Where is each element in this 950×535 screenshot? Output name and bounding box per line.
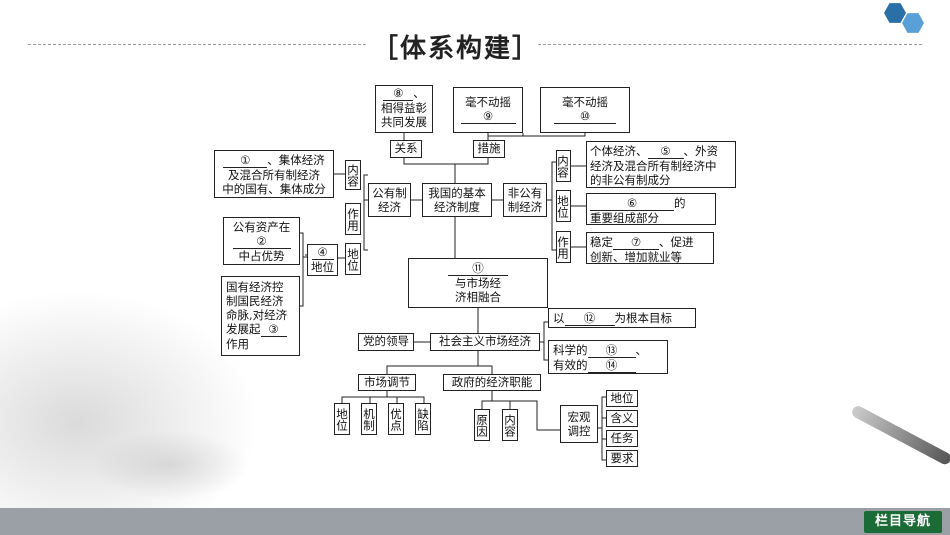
ink-landscape-decoration bbox=[0, 290, 260, 510]
b5-t4: 的非公有制成分 bbox=[590, 173, 671, 187]
blank-11[interactable]: ⑪ bbox=[448, 261, 508, 276]
blank-11-box: ⑪ 与市场经 济相融合 bbox=[408, 258, 548, 308]
pub-zuoyong-box: 作用 bbox=[345, 203, 361, 235]
b1-t2: 及混合所有制经济 bbox=[228, 168, 320, 182]
header-dashed-line-right bbox=[538, 44, 922, 45]
b6-t2: 的 bbox=[674, 196, 686, 210]
b5-t2: 、外资 bbox=[683, 144, 719, 158]
macro-item-diwei: 地位 bbox=[606, 390, 638, 407]
pub-diwei-box: 地位 bbox=[345, 243, 361, 275]
page-title: ［体系构建］ bbox=[372, 34, 541, 64]
measures-box: 措施 bbox=[473, 140, 505, 158]
blank-9[interactable]: ⑨ bbox=[460, 109, 516, 124]
b11-line2: 与市场经 bbox=[455, 276, 501, 290]
mr-item-jizhi: 机制 bbox=[361, 403, 377, 435]
party-leadership-box: 党的领导 bbox=[358, 333, 414, 351]
blank-1[interactable]: ① bbox=[223, 153, 268, 168]
b9-line1: 毫不动摇 bbox=[465, 95, 511, 109]
public-economy-box: 公有制经济 bbox=[368, 183, 411, 217]
macro-item-hanyi: 含义 bbox=[606, 410, 638, 427]
gov-yuanyin-box: 原因 bbox=[474, 409, 490, 441]
socialist-market-economy-box: 社会主义市场经济 bbox=[430, 333, 540, 351]
ink-flower-decoration bbox=[90, 430, 250, 500]
b5-t1: 个体经济、 bbox=[590, 144, 648, 158]
blank-8[interactable]: ⑧ bbox=[383, 86, 414, 101]
macro-item-renwu: 任务 bbox=[606, 430, 638, 447]
b13-t3: 有效的 bbox=[553, 358, 588, 372]
b7-t3: 创新、增加就业等 bbox=[590, 250, 682, 264]
blank-10-box: 毫不动摇 ⑩ bbox=[540, 87, 630, 133]
b7-t2: 、促进 bbox=[659, 235, 694, 249]
blank-4[interactable]: ④ bbox=[311, 245, 334, 260]
b5-t3: 经济及混合所有制经济中 bbox=[590, 159, 717, 173]
mr-item-youdian: 优点 bbox=[388, 403, 404, 435]
b3-line2: 制国民经济 bbox=[226, 294, 284, 308]
blank-7[interactable]: ⑦ bbox=[613, 235, 659, 250]
blank-2-box: 公有资产在 ② 中占优势 bbox=[223, 217, 300, 265]
b8-line2: 相得益彰 bbox=[381, 101, 427, 115]
b13-t1: 科学的 bbox=[553, 343, 588, 357]
blank-1-box: ①、集体经济 及混合所有制经济 中的国有、集体成分 bbox=[214, 150, 334, 198]
b8-line3: 共同发展 bbox=[381, 115, 427, 129]
gov-neirong-box: 内容 bbox=[502, 409, 518, 441]
b1-t1: 、集体经济 bbox=[267, 153, 325, 167]
np-zuoyong-box: 作用 bbox=[556, 231, 571, 263]
b11-line3: 济相融合 bbox=[455, 290, 501, 304]
pub-neirong-box: 内容 bbox=[345, 160, 361, 190]
footer-bar bbox=[0, 508, 950, 535]
hexagon-icon bbox=[884, 3, 906, 23]
macro-control-box: 宏观调控 bbox=[560, 405, 598, 443]
b2-line3: 中占优势 bbox=[238, 249, 285, 263]
b12-t2: 为根本目标 bbox=[614, 311, 673, 325]
np-diwei-box: 地位 bbox=[556, 190, 571, 222]
b7-t1: 稳定 bbox=[590, 235, 613, 249]
market-regulation-box: 市场调节 bbox=[358, 374, 416, 391]
b2-line1: 公有资产在 bbox=[232, 220, 291, 234]
blank-5[interactable]: ⑤ bbox=[647, 144, 684, 159]
header-dashed-line-left bbox=[28, 44, 366, 45]
blank-13[interactable]: ⑬ bbox=[587, 343, 636, 358]
blank-6[interactable]: ⑥ bbox=[590, 196, 674, 211]
mr-item-quexian: 缺陷 bbox=[415, 403, 431, 435]
b8-tail: 、 bbox=[413, 86, 425, 100]
macro-item-yaoqiu: 要求 bbox=[606, 450, 638, 467]
section-navigation-button[interactable]: 栏目导航 bbox=[864, 511, 942, 533]
blank-3[interactable]: ③ bbox=[260, 322, 287, 337]
blank-2[interactable]: ② bbox=[232, 234, 291, 249]
basic-economic-system-box: 我国的基本经济制度 bbox=[422, 183, 492, 217]
blank-10[interactable]: ⑩ bbox=[554, 109, 616, 124]
b4-line2: 地位 bbox=[311, 260, 334, 274]
blank-4-box: ④ 地位 bbox=[307, 244, 338, 276]
b3-line1: 国有经济控 bbox=[226, 280, 284, 294]
b13-t2: 、 bbox=[635, 343, 648, 357]
relation-box: 关系 bbox=[390, 140, 422, 158]
blank-14[interactable]: ⑭ bbox=[587, 358, 636, 373]
b10-line1: 毫不动摇 bbox=[562, 95, 608, 109]
b3-line5: 作用 bbox=[226, 337, 249, 351]
np-neirong-box: 内容 bbox=[556, 150, 571, 182]
hexagon-icon bbox=[902, 13, 924, 33]
b1-t3: 中的国有、集体成分 bbox=[222, 182, 326, 196]
b3-line3: 命脉,对经济 bbox=[226, 308, 288, 322]
b12-t1: 以 bbox=[553, 311, 565, 325]
b6-t3: 重要组成部分 bbox=[590, 211, 659, 225]
mr-item-diwei: 地位 bbox=[334, 403, 350, 435]
blank-12[interactable]: ⑫ bbox=[564, 311, 615, 326]
blank-5-box: 个体经济、⑤、外资 经济及混合所有制经济中 的非公有制成分 bbox=[586, 141, 736, 188]
blank-8-box: ⑧、 相得益彰 共同发展 bbox=[375, 85, 433, 133]
nonpublic-economy-box: 非公有制经济 bbox=[503, 183, 547, 217]
gov-economic-function-box: 政府的经济职能 bbox=[443, 374, 541, 391]
blank-9-box: 毫不动摇 ⑨ bbox=[453, 87, 523, 133]
b3-line4: 发展起 bbox=[226, 322, 261, 336]
